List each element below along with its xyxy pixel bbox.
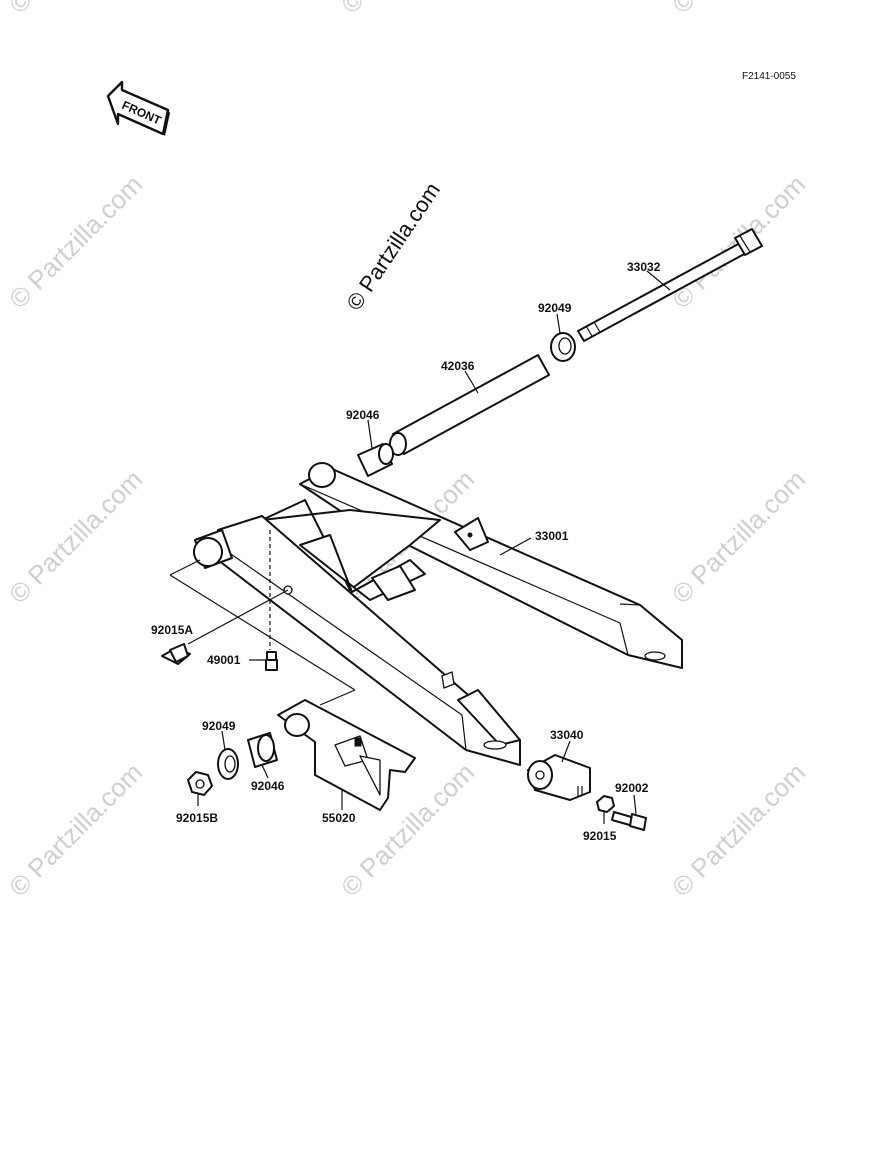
collar-92049-bottom: [217, 748, 239, 780]
label-49001: 49001: [207, 653, 241, 667]
watermark-row2-right: © Partzilla.com: [666, 464, 811, 609]
label-92049-bottom: 92049: [202, 719, 236, 733]
swingarm-33001: [193, 462, 683, 766]
label-92015: 92015: [583, 829, 617, 843]
part-labels: 33032 92049 42036 92046 33001 92015A 490…: [151, 260, 661, 843]
bolt-92015A: [161, 643, 191, 665]
chain-adjuster-33040: [527, 754, 591, 801]
label-92049-top: 92049: [538, 301, 572, 315]
watermark-top-right: © Partzilla.com: [666, 0, 811, 19]
assembly-lines: [169, 530, 356, 706]
nut-92015B: [187, 771, 213, 796]
sleeve-42036: [389, 354, 550, 456]
grease-nipple-49001: [265, 651, 278, 671]
collar-92049-top: [550, 332, 576, 362]
label-92046-top: 92046: [346, 408, 380, 422]
front-arrow-badge: FRONT: [106, 80, 170, 136]
watermark-row3-right: © Partzilla.com: [666, 757, 811, 902]
label-92002: 92002: [615, 781, 649, 795]
chain-guide-55020: [277, 699, 416, 811]
nut-92015: [596, 795, 615, 813]
label-42036: 42036: [441, 359, 475, 373]
label-33040: 33040: [550, 728, 584, 742]
needle-bearing-92046-top: [357, 443, 394, 477]
watermark-row1-left: © Partzilla.com: [3, 169, 148, 314]
watermark-top-center: © Partzilla.com: [335, 0, 480, 19]
figure-code: F2141-0055: [742, 71, 796, 82]
needle-bearing-92046-bottom: [247, 732, 278, 768]
leader-lines: [187, 270, 671, 824]
label-92015A: 92015A: [151, 623, 193, 637]
watermark-main: © Partzilla.com: [341, 178, 445, 315]
label-55020: 55020: [322, 811, 356, 825]
bolt-92002: [611, 811, 647, 831]
label-92015B: 92015B: [176, 811, 218, 825]
watermark-row3-left: © Partzilla.com: [3, 757, 148, 902]
label-92046-bottom: 92046: [251, 779, 285, 793]
watermark-row2-left: © Partzilla.com: [3, 464, 148, 609]
pivot-shaft-33032: [577, 228, 763, 342]
label-33032: 33032: [627, 260, 661, 274]
label-33001: 33001: [535, 529, 569, 543]
watermark-top-left: © Partzilla.com: [3, 0, 148, 19]
